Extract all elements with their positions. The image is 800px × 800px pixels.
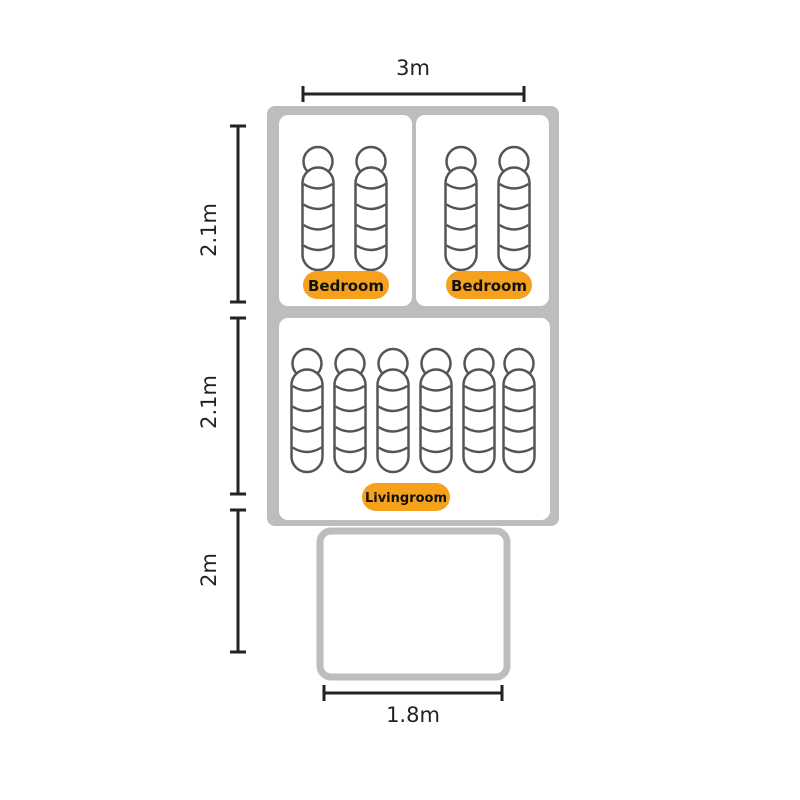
bedroom-1-springs (301, 145, 388, 272)
coil-spring-icon (354, 145, 388, 272)
livingroom-springs (290, 347, 536, 474)
dimension-width-bottom: 1.8m (322, 685, 504, 727)
dimension-label: 2.1m (197, 203, 221, 257)
dimension-label: 1.8m (386, 703, 440, 727)
room-label-badge (303, 271, 389, 299)
coil-spring-icon (376, 347, 410, 474)
coil-spring-icon (290, 347, 324, 474)
dimension-label: 3m (396, 56, 430, 80)
dimension-height-middle: 2.1m (197, 316, 246, 496)
room-bedroom-2: Bedroom (416, 115, 549, 306)
annex-room (316, 527, 511, 681)
room-label: Livingroom (365, 491, 447, 506)
coil-spring-icon (502, 347, 536, 474)
dimension-height-annex: 2m (197, 508, 246, 654)
bedroom-2-springs (444, 145, 531, 272)
room-label-badge (362, 483, 450, 511)
coil-spring-icon (462, 347, 496, 474)
coil-spring-icon (419, 347, 453, 474)
dimension-label: 2.1m (197, 375, 221, 429)
room-label: Bedroom (308, 277, 384, 295)
room-bedroom-1: Bedroom (279, 115, 412, 306)
coil-spring-icon (333, 347, 367, 474)
dimension-width-top: 3m (301, 56, 526, 102)
coil-spring-icon (301, 145, 335, 272)
room-label: Bedroom (451, 277, 527, 295)
room-label-badge (446, 271, 532, 299)
dimension-height-upper: 2.1m (197, 124, 246, 304)
room-livingroom: Livingroom (279, 318, 550, 520)
coil-spring-icon (497, 145, 531, 272)
dimension-label: 2m (197, 553, 221, 587)
coil-spring-icon (444, 145, 478, 272)
